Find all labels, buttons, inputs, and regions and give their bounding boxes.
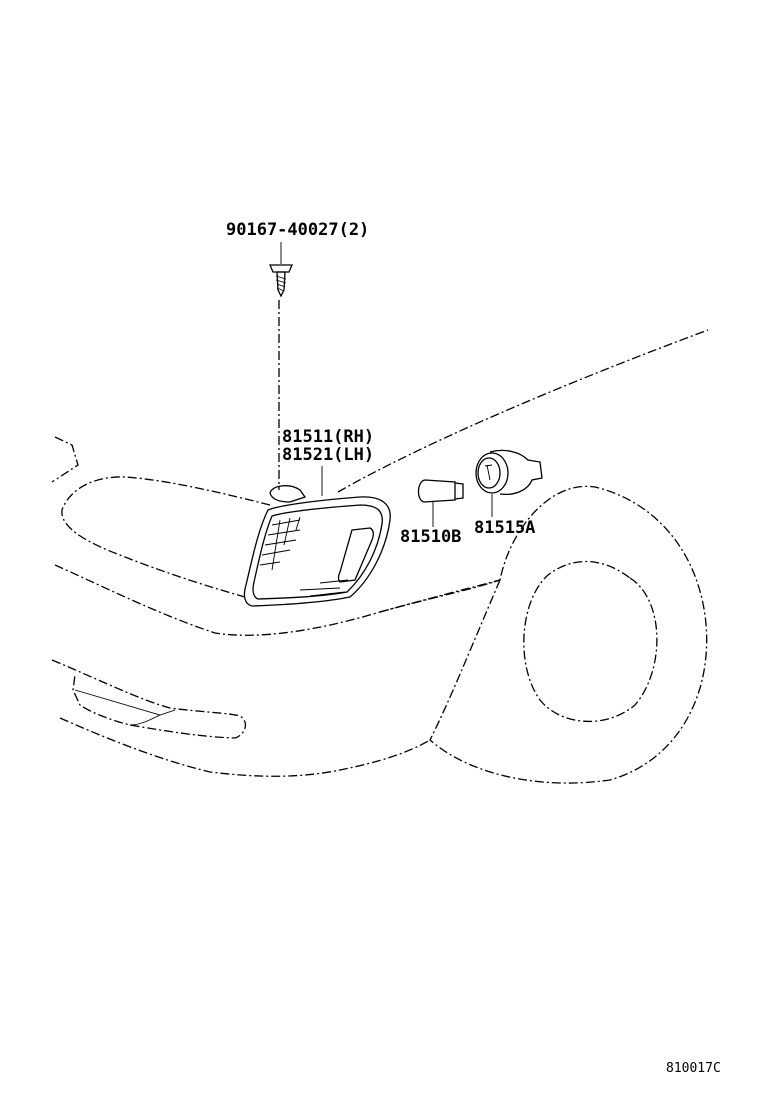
socket-part-number: 81515A <box>474 518 536 538</box>
screw-icon <box>269 242 293 298</box>
lamp-lh-part-number: 81521(LH) <box>282 445 375 465</box>
lamp-assembly-icon <box>243 466 391 607</box>
bulb-icon <box>417 479 464 527</box>
bulb-part-number: 81510B <box>400 527 462 547</box>
socket-icon <box>475 449 543 517</box>
screw-part-number: 90167-40027(2) <box>226 220 370 240</box>
lamp-rh-part-number: 81511(RH) <box>282 427 375 447</box>
car-body-outline <box>51 329 709 784</box>
figure-code: 810017C <box>666 1061 721 1076</box>
